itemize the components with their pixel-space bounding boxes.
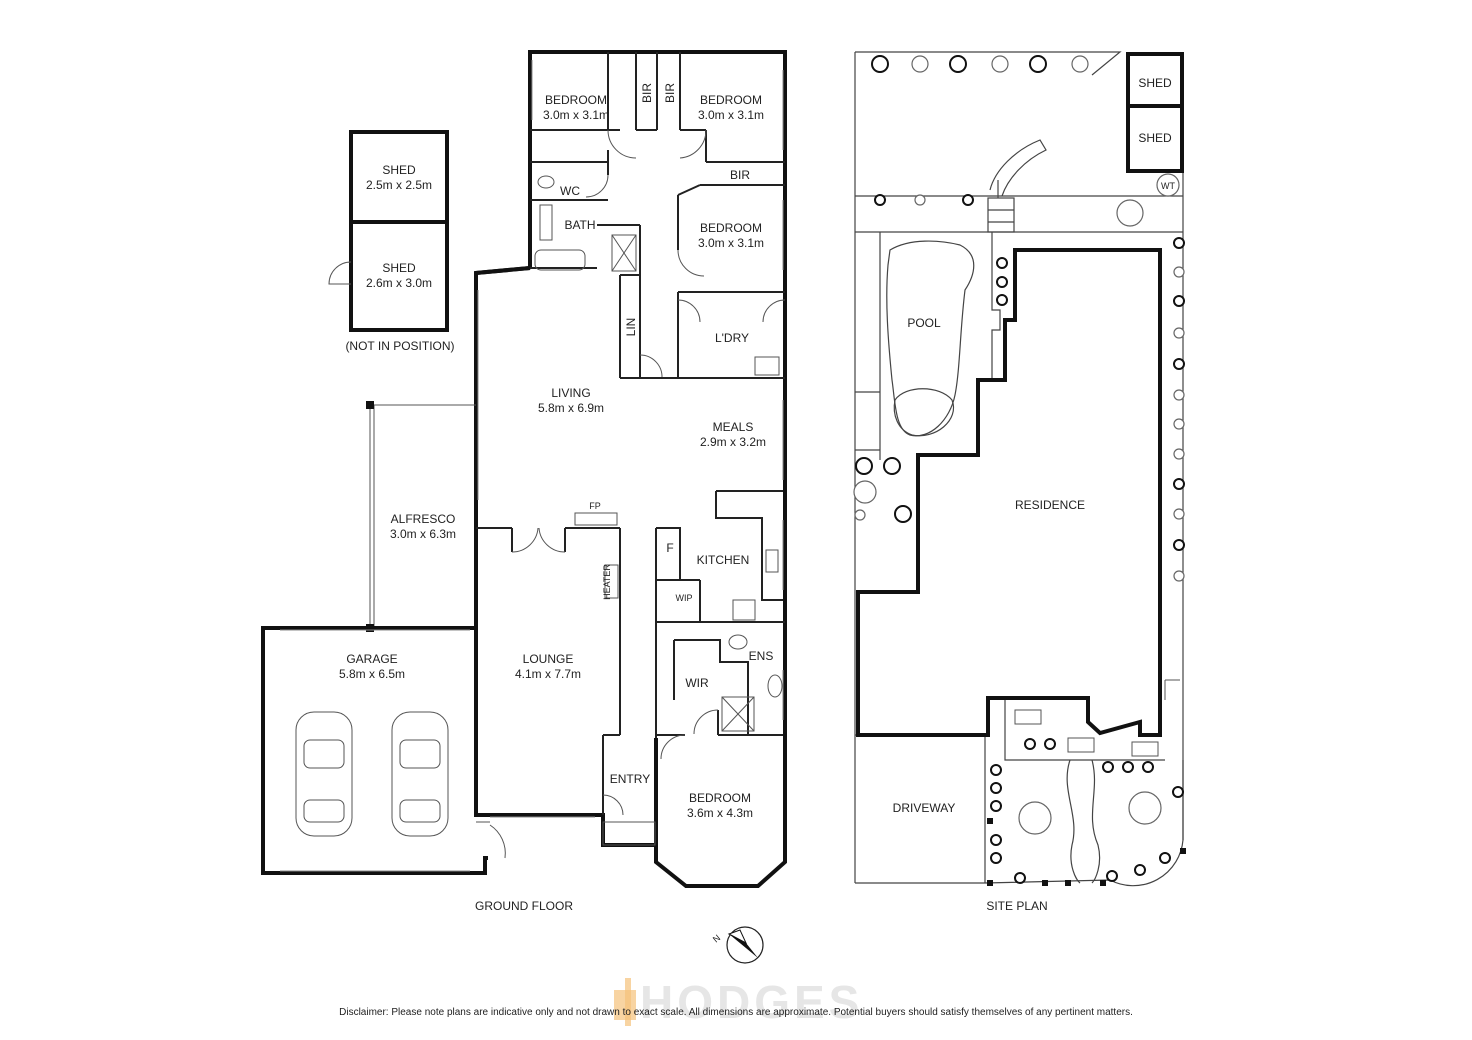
- wip-label: WIP: [676, 593, 693, 603]
- shed2-label: SHED: [382, 261, 416, 275]
- driveway-label: DRIVEWAY: [893, 801, 956, 815]
- heater-label: HEATER: [602, 564, 612, 600]
- shed2-dims: 2.6m x 3.0m: [366, 276, 432, 290]
- site-shed-b-label: SHED: [1138, 131, 1172, 145]
- car-icon: [391, 711, 449, 837]
- shed-note: (NOT IN POSITION): [345, 339, 454, 353]
- disclaimer-text: Disclaimer: Please note plans are indica…: [339, 1007, 1133, 1018]
- fridge-label: F: [666, 541, 673, 555]
- compass-icon: N: [711, 926, 764, 964]
- entry-label: ENTRY: [610, 772, 650, 786]
- ground-floor-labels: BEDROOM 3.0m x 3.1m BEDROOM 3.0m x 3.1m …: [339, 83, 773, 913]
- fireplace-label: FP: [589, 501, 601, 511]
- living-label: LIVING: [551, 386, 590, 400]
- meals-dims: 2.9m x 3.2m: [700, 435, 766, 449]
- bedroom4-label: BEDROOM: [689, 791, 751, 805]
- detached-sheds: [328, 130, 449, 332]
- wir-label: WIR: [685, 676, 709, 690]
- bedroom4-dims: 3.6m x 4.3m: [687, 806, 753, 820]
- lounge-label: LOUNGE: [523, 652, 574, 666]
- shed1-dims: 2.5m x 2.5m: [366, 178, 432, 192]
- laundry-label: L'DRY: [715, 331, 749, 345]
- garage: [261, 626, 506, 875]
- alfresco-dims: 3.0m x 6.3m: [390, 527, 456, 541]
- residence-label: RESIDENCE: [1015, 498, 1085, 512]
- ground-floor-caption: GROUND FLOOR: [475, 899, 573, 913]
- site-shed-a-label: SHED: [1138, 76, 1172, 90]
- compass-north-label: N: [711, 933, 722, 945]
- bedroom3-dims: 3.0m x 3.1m: [698, 236, 764, 250]
- water-tank-label: WT: [1161, 181, 1175, 191]
- kitchen-label: KITCHEN: [697, 553, 750, 567]
- bedroom1-label: BEDROOM: [545, 93, 607, 107]
- garage-label: GARAGE: [346, 652, 397, 666]
- bir2-label: BIR: [663, 83, 677, 103]
- bir1-label: BIR: [640, 83, 654, 103]
- watermark: HODGES: [614, 976, 863, 1028]
- pool-label: POOL: [907, 316, 941, 330]
- meals-label: MEALS: [713, 420, 754, 434]
- wc-label: WC: [560, 184, 580, 198]
- garage-dims: 5.8m x 6.5m: [339, 667, 405, 681]
- bir3-label: BIR: [730, 168, 750, 182]
- bedroom1-dims: 3.0m x 3.1m: [543, 108, 609, 122]
- bedroom-wing: [528, 50, 787, 379]
- shed1-label: SHED: [382, 163, 416, 177]
- main-house: [474, 266, 787, 888]
- lounge-dims: 4.1m x 7.7m: [515, 667, 581, 681]
- alfresco-label: ALFRESCO: [391, 512, 456, 526]
- bedroom2-dims: 3.0m x 3.1m: [698, 108, 764, 122]
- bedroom3-label: BEDROOM: [700, 221, 762, 235]
- lin-label: LIN: [624, 318, 638, 337]
- car-icon: [295, 711, 353, 837]
- site-plan: SHED SHED WT POOL RESIDENCE DRIVEWAY SIT…: [853, 51, 1186, 913]
- site-plan-caption: SITE PLAN: [986, 899, 1047, 913]
- living-dims: 5.8m x 6.9m: [538, 401, 604, 415]
- bath-label: BATH: [564, 218, 595, 232]
- watermark-text: HODGES: [640, 976, 863, 1028]
- bedroom2-label: BEDROOM: [700, 93, 762, 107]
- ensuite-label: ENS: [749, 649, 774, 663]
